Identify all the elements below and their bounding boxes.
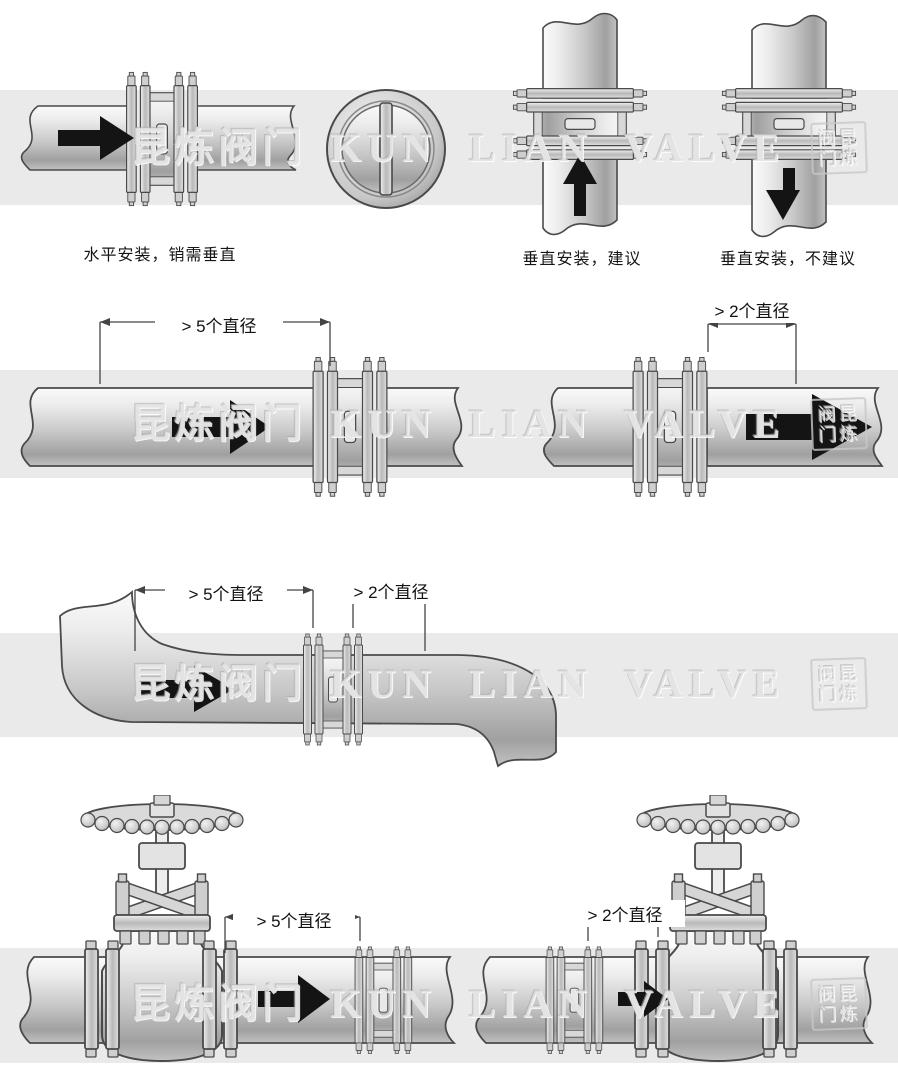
pipe-top (751, 14, 827, 99)
caption-horizontal-install: 水平安装，销需垂直 (83, 247, 237, 264)
flow-arrow-right-icon (258, 975, 330, 1023)
pipe-downstream (385, 387, 464, 467)
check-valve-icon (512, 87, 648, 161)
flow-arrow-down-icon (766, 168, 800, 220)
dim-arrowhead (320, 318, 330, 326)
pipe-upstream (542, 387, 635, 467)
pipe-top (542, 12, 618, 99)
dim-arrowhead (100, 318, 110, 326)
figure-horizontal-check-valve (20, 71, 297, 207)
check-valve-icon (721, 87, 857, 161)
figure-globe-valve-downstream (475, 795, 875, 1062)
figure-straight-run-downstream (542, 320, 884, 497)
dim-label-2-diameters: > 2个直径 (692, 296, 812, 323)
flow-arrow-right-icon (746, 394, 872, 460)
figure-globe-valve-upstream (19, 795, 457, 1062)
flow-arrow-right-icon (138, 666, 234, 712)
pipe-upstream (20, 387, 315, 467)
hinge-pin (379, 102, 393, 196)
figure-elbow-run (59, 586, 557, 768)
dim-label-5-diameters: > 5个直径 (155, 311, 283, 338)
dim-arrowhead (225, 913, 235, 921)
figure-vertical-check-valve-flow-down (721, 14, 857, 238)
check-valve-icon (632, 356, 708, 497)
dim-arrowhead (303, 586, 313, 594)
dim-label-5-diameters: > 5个直径 (233, 906, 355, 933)
caption-vertical-not-recommended: 垂直安装，不建议 (719, 251, 856, 268)
flow-arrow-up-icon (563, 154, 597, 216)
dim-label-2-diameters: > 2个直径 (565, 900, 685, 927)
dim-arrowhead (135, 586, 145, 594)
dimension-lines (707, 323, 797, 384)
figure-check-valve-front-view (326, 89, 446, 209)
check-valve-icon (125, 71, 199, 207)
flow-arrow-right-icon (58, 116, 134, 160)
dim-label-2-diameters: > 2个直径 (335, 577, 447, 604)
flow-arrow-right-icon (618, 981, 668, 1017)
figure-vertical-check-valve-flow-up (512, 12, 648, 236)
dim-label-5-diameters: > 5个直径 (165, 579, 287, 606)
flow-arrow-right-icon (172, 400, 270, 454)
pipe-right (196, 105, 297, 171)
figure-straight-run-upstream (20, 318, 464, 497)
check-valve-icon (312, 356, 388, 497)
caption-vertical-recommended: 垂直安装，建议 (522, 251, 642, 268)
